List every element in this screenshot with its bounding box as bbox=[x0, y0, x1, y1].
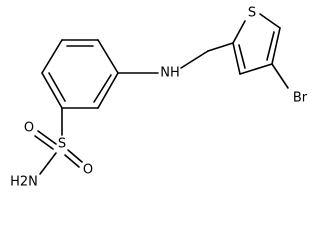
bond-c-br bbox=[271, 63, 289, 89]
bond-ring-double-3 bbox=[48, 72, 66, 102]
atom-br: Br bbox=[293, 91, 308, 106]
bond-ch2-thiophene bbox=[207, 42, 234, 52]
bond-s-o-upper-a bbox=[37, 130, 57, 145]
benzene-ring bbox=[41, 39, 119, 109]
bond-ring-3 bbox=[97, 72, 119, 109]
bond-s-o-lower-a bbox=[67, 149, 83, 163]
bond-thio-double-2 bbox=[238, 44, 246, 69]
bond-ring-double-2 bbox=[93, 74, 112, 103]
bond-s-o-lower-b bbox=[64, 154, 80, 168]
chemical-structure: S Br NH S O O H2N bbox=[10, 6, 308, 190]
atom-oxygen-upper: O bbox=[24, 121, 34, 136]
bond-thio-2 bbox=[259, 13, 281, 29]
bond-ring-5 bbox=[41, 72, 63, 109]
bond-ring-6 bbox=[41, 39, 63, 74]
bond-ring-2 bbox=[97, 39, 119, 74]
bond-thio-1 bbox=[232, 20, 246, 44]
bond-thio-5 bbox=[232, 42, 241, 75]
thiophene-ring bbox=[232, 13, 281, 75]
atom-oxygen-lower: O bbox=[83, 163, 93, 178]
atom-nh2: H2N bbox=[10, 175, 38, 190]
bond-nh-ch2 bbox=[180, 50, 209, 69]
bond-thio-3 bbox=[271, 27, 281, 65]
bond-s-nh2 bbox=[39, 152, 57, 175]
atom-nh: NH bbox=[160, 66, 180, 81]
bond-s-o-upper-b bbox=[34, 135, 54, 150]
atom-sulfonyl-s: S bbox=[58, 137, 66, 152]
bond-thio-double-1 bbox=[266, 31, 275, 61]
bond-thio-4 bbox=[239, 63, 273, 75]
atom-thiophene-s: S bbox=[248, 6, 256, 21]
